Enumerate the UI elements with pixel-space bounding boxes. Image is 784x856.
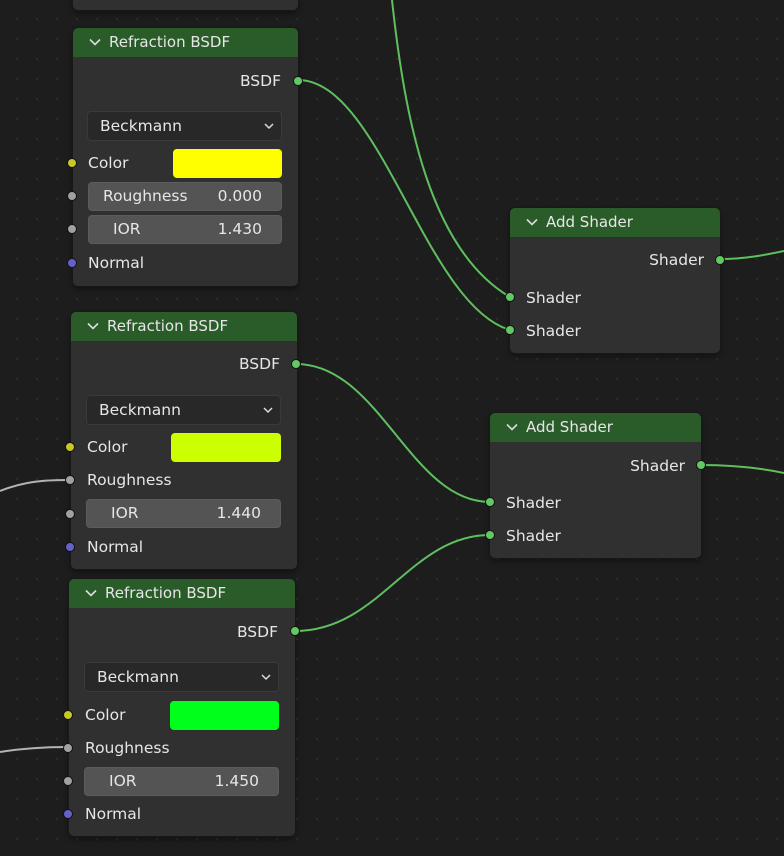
refraction-bsdf-node[interactable]: Refraction BSDF BSDF Beckmann Color Roug… [67,28,303,286]
bsdf-output-label: BSDF [238,355,280,373]
ior-label: IOR [109,772,137,790]
chevron-down-icon[interactable] [88,28,102,57]
shader-input-1-socket[interactable] [505,292,515,302]
ior-value: 1.450 [214,772,259,790]
distribution-value: Beckmann [97,668,179,686]
shader-input-2-socket[interactable] [485,530,495,540]
color-label: Color [87,438,128,456]
shader-input-1-label: Shader [506,494,561,512]
roughness-input-socket[interactable] [65,475,75,485]
distribution-dropdown[interactable]: Beckmann [87,111,282,141]
node-header[interactable]: Add Shader [490,413,701,442]
link-refraction2-to-add2-input1 [295,363,491,503]
shader-input-1-socket[interactable] [485,497,495,507]
normal-input-socket[interactable] [65,542,75,552]
color-input-socket[interactable] [65,442,75,452]
node-header[interactable]: Refraction BSDF [71,312,297,341]
normal-label: Normal [87,538,144,556]
ior-label: IOR [111,504,139,522]
distribution-dropdown[interactable]: Beckmann [84,662,279,692]
shader-input-2-label: Shader [526,322,581,340]
offscreen-node-bottom[interactable] [73,0,298,10]
bsdf-output-socket[interactable] [290,626,300,636]
color-swatch[interactable] [170,701,279,730]
color-label: Color [88,154,129,172]
chevron-down-icon[interactable] [86,312,100,341]
node-header[interactable]: Refraction BSDF [69,579,295,608]
normal-input-socket[interactable] [67,258,77,268]
add-shader-node[interactable]: Add Shader Shader Shader Shader [485,413,706,558]
color-input-socket[interactable] [67,158,77,168]
node-header[interactable]: Add Shader [510,208,720,237]
node-header[interactable]: Refraction BSDF [73,28,298,57]
bsdf-output-label: BSDF [239,72,281,90]
bsdf-output-socket[interactable] [291,359,301,369]
add-shader-node[interactable]: Add Shader Shader Shader Shader [505,208,725,353]
shader-input-1-label: Shader [526,289,581,307]
roughness-input-socket[interactable] [67,191,77,201]
bsdf-output-socket[interactable] [293,76,303,86]
refraction-bsdf-node[interactable]: Refraction BSDF BSDF Beckmann Color Roug… [65,312,301,569]
shader-output-label: Shader [630,457,685,475]
node-title: Refraction BSDF [107,317,229,335]
color-swatch[interactable] [171,433,281,462]
ior-input-socket[interactable] [67,224,77,234]
ior-input-socket[interactable] [63,776,73,786]
ior-label: IOR [113,220,141,238]
ior-value: 1.430 [217,220,262,238]
roughness-field[interactable]: Roughness 0.000 [88,182,282,211]
roughness-input-socket[interactable] [63,743,73,753]
ior-value: 1.440 [216,504,261,522]
link-refraction1-to-add1-input2 [297,79,511,331]
distribution-value: Beckmann [99,401,181,419]
shader-input-2-label: Shader [506,527,561,545]
color-input-socket[interactable] [63,710,73,720]
distribution-value: Beckmann [100,117,182,135]
ior-field[interactable]: IOR 1.440 [86,499,281,528]
link-add2-output [700,464,784,474]
normal-label: Normal [85,805,142,823]
chevron-down-icon[interactable] [505,413,519,442]
chevron-down-icon [263,407,273,414]
normal-input-socket[interactable] [63,809,73,819]
chevron-down-icon[interactable] [525,208,539,237]
roughness-label: Roughness [85,739,170,757]
shader-input-2-socket[interactable] [505,325,515,335]
node-title: Refraction BSDF [109,33,231,51]
chevron-down-icon [264,123,274,130]
shader-output-socket[interactable] [696,460,706,470]
normal-label: Normal [88,254,145,272]
roughness-label: Roughness [87,471,172,489]
roughness-label: Roughness [103,187,188,205]
node-title: Add Shader [526,418,613,436]
ior-input-socket[interactable] [65,509,75,519]
chevron-down-icon[interactable] [84,579,98,608]
distribution-dropdown[interactable]: Beckmann [86,395,281,425]
link-add1-output [720,250,784,260]
ior-field[interactable]: IOR 1.450 [84,767,279,796]
link-refraction3-to-add2-input2 [294,534,491,632]
link-float-to-refraction3-roughness [0,746,69,753]
color-swatch[interactable] [173,149,282,178]
chevron-down-icon [261,674,271,681]
roughness-value: 0.000 [217,187,262,205]
refraction-bsdf-node[interactable]: Refraction BSDF BSDF Beckmann Color Roug… [63,579,300,836]
node-title: Refraction BSDF [105,584,227,602]
shader-output-label: Shader [649,251,704,269]
bsdf-output-label: BSDF [236,623,278,641]
link-upper-to-add1-input1 [391,0,511,298]
link-float-to-refraction2-roughness [0,479,71,492]
ior-field[interactable]: IOR 1.430 [88,215,282,244]
shader-output-socket[interactable] [715,255,725,265]
color-label: Color [85,706,126,724]
node-title: Add Shader [546,213,633,231]
